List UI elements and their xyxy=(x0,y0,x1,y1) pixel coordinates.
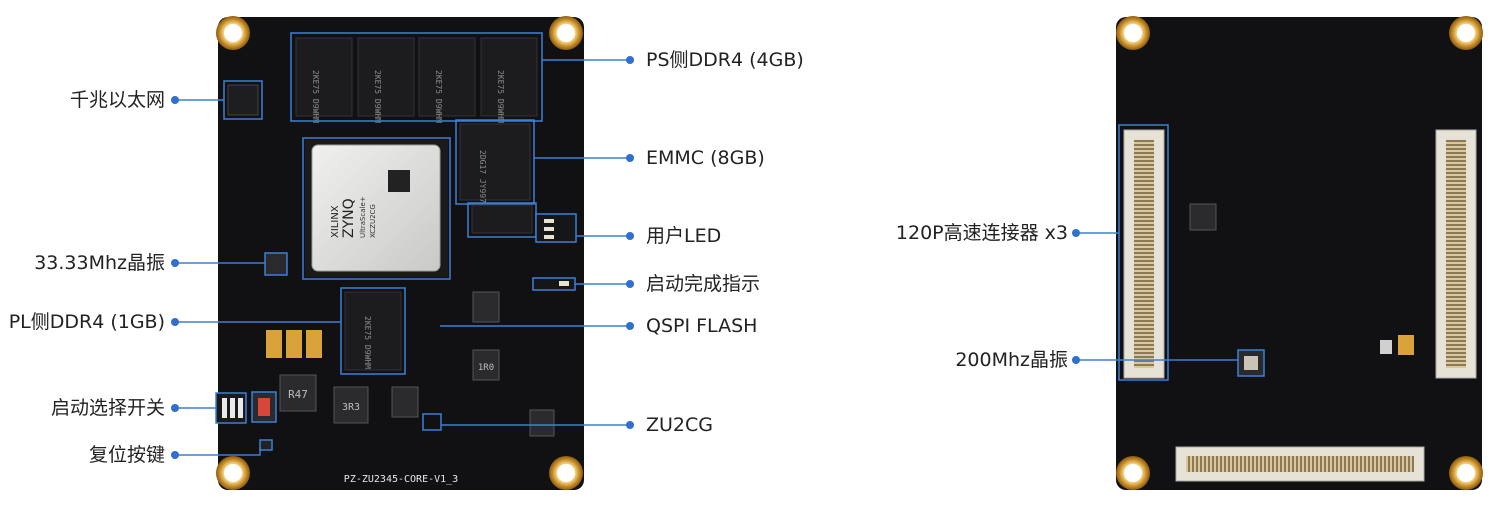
callout-dot-icon xyxy=(626,322,634,330)
callout-label-qspi: QSPI FLASH xyxy=(646,315,758,337)
ps-ddr4-highlight xyxy=(290,32,543,122)
emmc-chip xyxy=(459,123,531,201)
callout-label-osc-200m: 200Mhz晶振 xyxy=(955,349,1068,371)
ddr-chip-marking: 2KE75 D9WHM xyxy=(434,70,443,123)
callout-dot-icon xyxy=(626,154,634,162)
front-board: 2KE75 D9WHM 2KE75 D9WHM 2KE75 D9WHM 2KE7… xyxy=(215,16,584,490)
fpga-subfamily: UltraScale+ xyxy=(359,196,367,238)
user-led-highlight xyxy=(535,213,577,243)
callout-dot-icon xyxy=(171,96,179,104)
inductor-1r0-label: 1R0 xyxy=(478,363,494,373)
callout-dot-icon xyxy=(171,404,179,412)
pl-ddr4-chip xyxy=(344,291,402,371)
pl-ddr-marking: 2KE75 D9WHM xyxy=(363,316,372,369)
callout-label-ethernet: 千兆以太网 xyxy=(69,89,165,111)
inductor-3r3 xyxy=(333,386,369,424)
osc-200m-highlight xyxy=(1237,349,1265,377)
mounting-hole-icon xyxy=(549,456,583,490)
callout-dot-icon xyxy=(171,451,179,459)
back-pcb xyxy=(1116,17,1482,490)
mounting-hole-icon xyxy=(216,16,250,50)
callout-label-pl-ddr4: PL侧DDR4 (1GB) xyxy=(8,311,165,333)
callout-label-connectors: 120P高速连接器 x3 xyxy=(895,222,1068,244)
mounting-hole-icon xyxy=(1449,16,1483,50)
inductor-3r3-label: 3R3 xyxy=(342,402,360,413)
ddr-chip-marking: 2KE75 D9WHM xyxy=(373,70,382,123)
emmc-highlight xyxy=(455,119,535,205)
mounting-hole-icon xyxy=(1116,16,1150,50)
pl-ddr4-highlight xyxy=(340,287,406,375)
ddr-chip-marking: 2KE75 D9WHM xyxy=(496,70,505,123)
fpga-package: XILINX ZYNQ UltraScale+ XCZU2CG xyxy=(305,140,448,277)
osc-33m-highlight xyxy=(264,252,288,276)
connector-highlight xyxy=(1118,124,1169,381)
callout-dot-icon xyxy=(626,232,634,240)
callout-dot-icon xyxy=(171,318,179,326)
ps-ddr4-chips: 2KE75 D9WHM 2KE75 D9WHM 2KE75 D9WHM 2KE7… xyxy=(295,37,538,123)
callout-line-reset-key xyxy=(176,447,261,456)
front-silkscreen: PZ-ZU2345-CORE-V1_3 xyxy=(344,474,458,485)
fpga-brand: XILINX xyxy=(330,205,341,238)
mounting-hole-icon xyxy=(1449,456,1483,490)
emmc-marking: 2DG17 JY997 xyxy=(478,150,487,203)
ethernet-phy-chip xyxy=(227,84,259,116)
callout-label-reset-key: 复位按键 xyxy=(88,444,165,466)
inductor-r47-label: R47 xyxy=(288,388,308,401)
mounting-hole-icon xyxy=(1116,456,1150,490)
back-board xyxy=(1116,16,1483,490)
callout-label-osc-33m: 33.33Mhz晶振 xyxy=(34,252,165,274)
fpga-family: ZYNQ xyxy=(341,198,357,238)
fpga-highlight xyxy=(302,137,451,280)
callout-label-boot-switch: 启动选择开关 xyxy=(50,397,165,419)
mounting-hole-icon xyxy=(549,16,583,50)
fpga-part: XCZU2CG xyxy=(369,204,377,238)
callout-dots xyxy=(171,56,1080,459)
callout-label-zu2cg: ZU2CG xyxy=(646,414,714,436)
callout-dot-icon xyxy=(1072,229,1080,237)
callout-label-ps-ddr4: PS侧DDR4 (4GB) xyxy=(646,49,804,71)
zu2cg-highlight xyxy=(422,413,442,431)
mounting-hole-icon xyxy=(216,456,250,490)
callout-dot-icon xyxy=(626,56,634,64)
inductor-r47 xyxy=(279,374,317,412)
callout-label-user-led: 用户LED xyxy=(646,225,722,247)
callout-dot-icon xyxy=(626,421,634,429)
callout-lines xyxy=(176,59,1238,456)
callout-dot-icon xyxy=(626,280,634,288)
callout-label-emmc: EMMC (8GB) xyxy=(646,147,765,169)
callout-dot-icon xyxy=(1072,356,1080,364)
ddr-chip-marking: 2KE75 D9WHM xyxy=(311,70,320,123)
callout-dot-icon xyxy=(171,259,179,267)
qspi-chip xyxy=(471,204,533,234)
callout-label-boot-done: 启动完成指示 xyxy=(646,273,761,295)
